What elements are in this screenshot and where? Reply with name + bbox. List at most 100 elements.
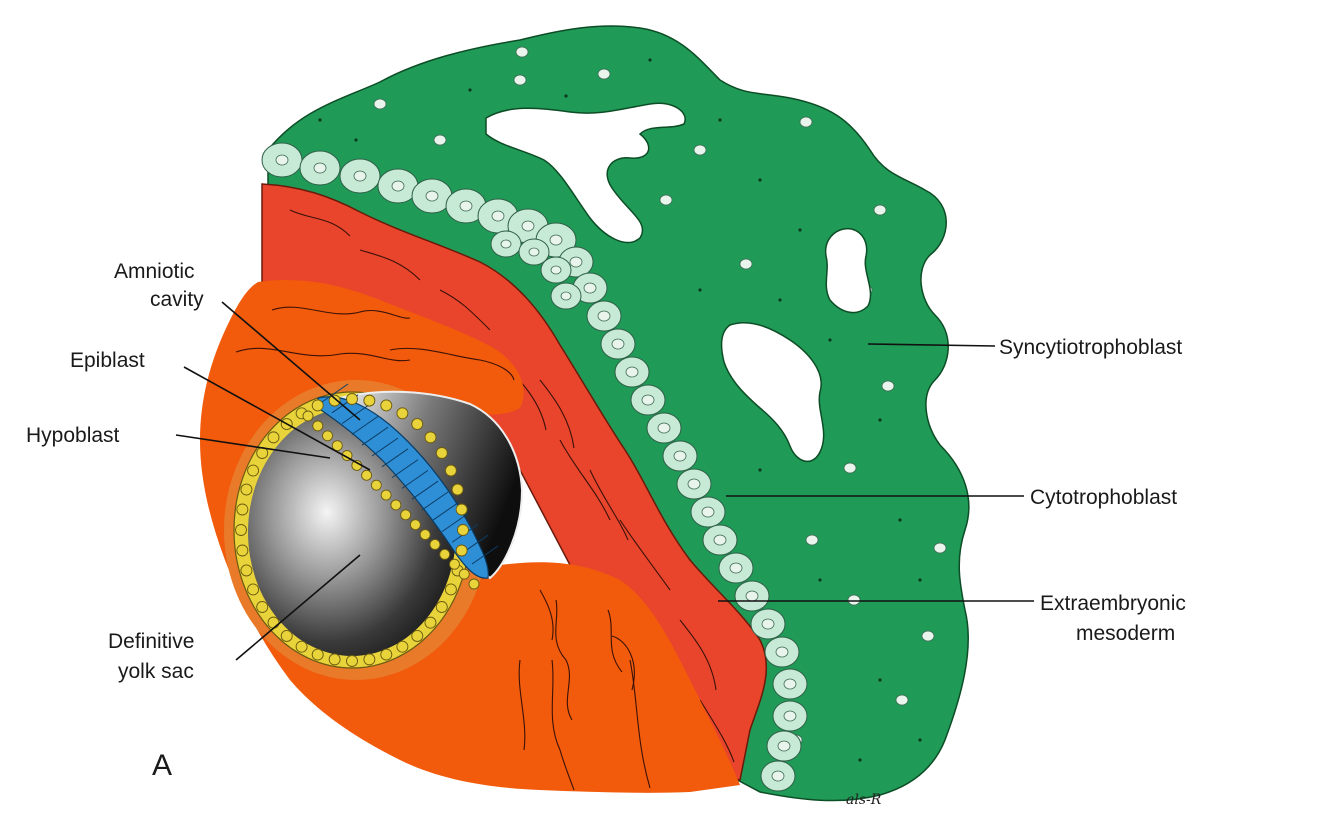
syncytio-nucleus	[660, 195, 672, 205]
cytotrophoblast-nucleus	[570, 257, 582, 267]
syncytio-dot	[878, 678, 881, 681]
syncytio-dot	[318, 118, 321, 121]
cytotrophoblast-nucleus	[492, 211, 504, 221]
syncytio-nucleus	[896, 695, 908, 705]
cytotrophoblast-nucleus	[776, 647, 788, 657]
syncytio-nucleus	[922, 631, 934, 641]
panel-letter: A	[152, 749, 172, 782]
syncytio-nucleus	[740, 259, 752, 269]
hypoblast-cell	[456, 545, 467, 556]
syncytio-nucleus	[848, 595, 860, 605]
cytotrophoblast-nucleus	[551, 266, 561, 274]
hypoblast-cell	[312, 400, 323, 411]
hypoblast-cell	[241, 484, 252, 495]
cytotrophoblast-nucleus	[746, 591, 758, 601]
artist-signature: als-R	[846, 792, 882, 808]
syncytio-dot	[858, 758, 861, 761]
cytotrophoblast-nucleus	[314, 163, 326, 173]
cytotrophoblast-nucleus	[714, 535, 726, 545]
cytotrophoblast-nucleus	[688, 479, 700, 489]
hypoblast-cell	[257, 601, 268, 612]
cytotrophoblast-nucleus	[529, 248, 539, 256]
hypoblast-cell	[313, 421, 323, 431]
syncytio-dot	[898, 518, 901, 521]
cytotrophoblast-nucleus	[354, 171, 366, 181]
label-definitive-yolk-sac-line1: Definitive	[108, 630, 194, 653]
syncytio-dot	[564, 94, 567, 97]
cytotrophoblast-nucleus	[674, 451, 686, 461]
cytotrophoblast-nucleus	[598, 311, 610, 321]
syncytio-dot	[828, 338, 831, 341]
hypoblast-cell	[237, 545, 248, 556]
syncytio-dot	[758, 178, 761, 181]
cytotrophoblast-nucleus	[522, 221, 534, 231]
hypoblast-cell	[329, 654, 340, 665]
label-extraembryonic-mesoderm-line2: mesoderm	[1076, 622, 1175, 645]
label-amniotic-cavity-line1: Amniotic	[114, 260, 195, 283]
hypoblast-cell	[445, 465, 456, 476]
syncytio-nucleus	[934, 543, 946, 553]
hypoblast-cell	[391, 500, 401, 510]
syncytio-dot	[918, 738, 921, 741]
hypoblast-cell	[381, 649, 392, 660]
cytotrophoblast-nucleus	[612, 339, 624, 349]
syncytio-dot	[698, 288, 701, 291]
hypoblast-cell	[397, 408, 408, 419]
hypoblast-cell	[410, 520, 420, 530]
hypoblast-cell	[412, 630, 423, 641]
label-syncytiotrophoblast: Syncytiotrophoblast	[999, 336, 1182, 359]
hypoblast-cell	[459, 569, 469, 579]
cytotrophoblast-nucleus	[772, 771, 784, 781]
syncytio-nucleus	[598, 69, 610, 79]
hypoblast-cell	[248, 465, 259, 476]
syncytio-nucleus	[800, 117, 812, 127]
hypoblast-cell	[362, 470, 372, 480]
label-amniotic-cavity-line2: cavity	[150, 288, 204, 311]
syncytio-nucleus	[874, 205, 886, 215]
hypoblast-cell	[381, 490, 391, 500]
syncytio-nucleus	[516, 47, 528, 57]
cytotrophoblast-nucleus	[501, 240, 511, 248]
hypoblast-cell	[430, 539, 440, 549]
hypoblast-cell	[303, 411, 313, 421]
cytotrophoblast-nucleus	[392, 181, 404, 191]
syncytio-dot	[878, 418, 881, 421]
label-definitive-yolk-sac-line2: yolk sac	[118, 660, 194, 683]
hypoblast-cell	[425, 432, 436, 443]
hypoblast-cell	[364, 395, 375, 406]
hypoblast-cell	[268, 432, 279, 443]
syncytio-nucleus	[694, 145, 706, 155]
cytotrophoblast-nucleus	[276, 155, 288, 165]
hypoblast-cell	[449, 559, 459, 569]
syncytio-nucleus	[806, 535, 818, 545]
syncytio-dot	[918, 578, 921, 581]
lacuna-right	[826, 229, 871, 313]
syncytio-nucleus	[434, 135, 446, 145]
cytotrophoblast-nucleus	[778, 741, 790, 751]
hypoblast-cell	[458, 525, 469, 536]
hypoblast-cell	[420, 530, 430, 540]
hypoblast-cell	[436, 448, 447, 459]
syncytio-dot	[818, 578, 821, 581]
syncytio-dot	[354, 138, 357, 141]
hypoblast-cell	[401, 510, 411, 520]
hypoblast-cell	[248, 584, 259, 595]
hypoblast-cell	[445, 584, 456, 595]
hypoblast-cell	[237, 504, 248, 515]
hypoblast-cell	[456, 504, 467, 515]
hypoblast-cell	[397, 641, 408, 652]
cytotrophoblast-nucleus	[730, 563, 742, 573]
syncytio-nucleus	[844, 463, 856, 473]
syncytio-nucleus	[882, 381, 894, 391]
label-hypoblast: Hypoblast	[26, 424, 120, 447]
cytotrophoblast-nucleus	[762, 619, 774, 629]
hypoblast-cell	[268, 617, 279, 628]
hypoblast-cell	[312, 649, 323, 660]
hypoblast-cell	[469, 579, 479, 589]
syncytio-dot	[798, 228, 801, 231]
syncytio-dot	[648, 58, 651, 61]
cytotrophoblast-nucleus	[626, 367, 638, 377]
cytotrophoblast-nucleus	[561, 292, 571, 300]
cytotrophoblast-nucleus	[784, 679, 796, 689]
